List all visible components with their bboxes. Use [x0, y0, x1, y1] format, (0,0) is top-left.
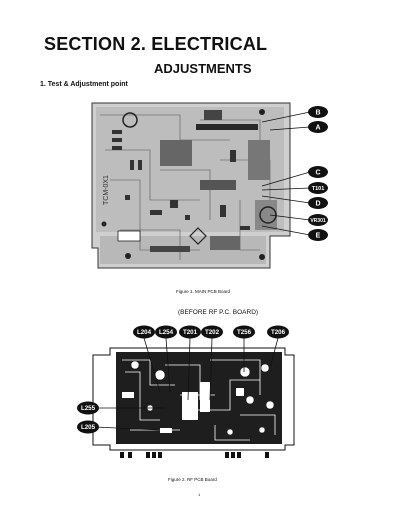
- svg-text:L205: L205: [81, 424, 96, 431]
- svg-text:L204: L204: [137, 329, 152, 336]
- svg-text:A: A: [315, 125, 320, 132]
- svg-text:B: B: [315, 110, 320, 117]
- svg-text:T206: T206: [271, 329, 286, 336]
- callout-l254: L254: [155, 325, 177, 339]
- section-title: SECTION 2. ELECTRICAL: [44, 34, 268, 54]
- callout-t256: T256: [233, 325, 255, 339]
- board-marking: TCM-0X1: [103, 175, 110, 205]
- svg-text:T256: T256: [237, 329, 252, 336]
- callout-a: A: [308, 121, 328, 133]
- svg-text:L254: L254: [159, 329, 174, 336]
- svg-text:D: D: [315, 201, 320, 208]
- callout-b: B: [308, 106, 328, 118]
- callout-l255: L255: [77, 401, 99, 415]
- svg-text:L255: L255: [81, 405, 96, 412]
- main-pcb-board: TCM-0X1: [91, 102, 291, 269]
- section-heading: 1. Test & Adjustment point: [40, 81, 128, 88]
- svg-text:T202: T202: [205, 329, 220, 336]
- page-number: 1: [198, 492, 201, 497]
- subtitle: ADJUSTMENTS: [154, 61, 252, 76]
- callout-t101: T101: [308, 182, 328, 194]
- svg-text:C: C: [315, 170, 320, 177]
- svg-text:E: E: [316, 233, 321, 240]
- callout-e: E: [308, 229, 328, 241]
- callout-t201: T201: [179, 325, 201, 339]
- callout-t202: T202: [201, 325, 223, 339]
- svg-text:VR301: VR301: [310, 218, 326, 224]
- callout-l205: L205: [77, 420, 99, 434]
- callout-t206: T206: [267, 325, 289, 339]
- figure2-heading: (BEFORE RF P.C. BOARD): [178, 309, 259, 316]
- callout-vr301: VR301: [308, 214, 328, 226]
- callout-l204: L204: [133, 325, 155, 339]
- figure1-caption: Figure 1. MAIN PCB Board: [176, 289, 231, 294]
- svg-text:T101: T101: [312, 186, 325, 192]
- figure2-caption: Figure 2. RF PCB Board: [168, 477, 217, 482]
- rf-pcb-board: [92, 347, 295, 458]
- svg-text:T201: T201: [183, 329, 198, 336]
- callout-c: C: [308, 166, 328, 178]
- callout-d: D: [308, 197, 328, 209]
